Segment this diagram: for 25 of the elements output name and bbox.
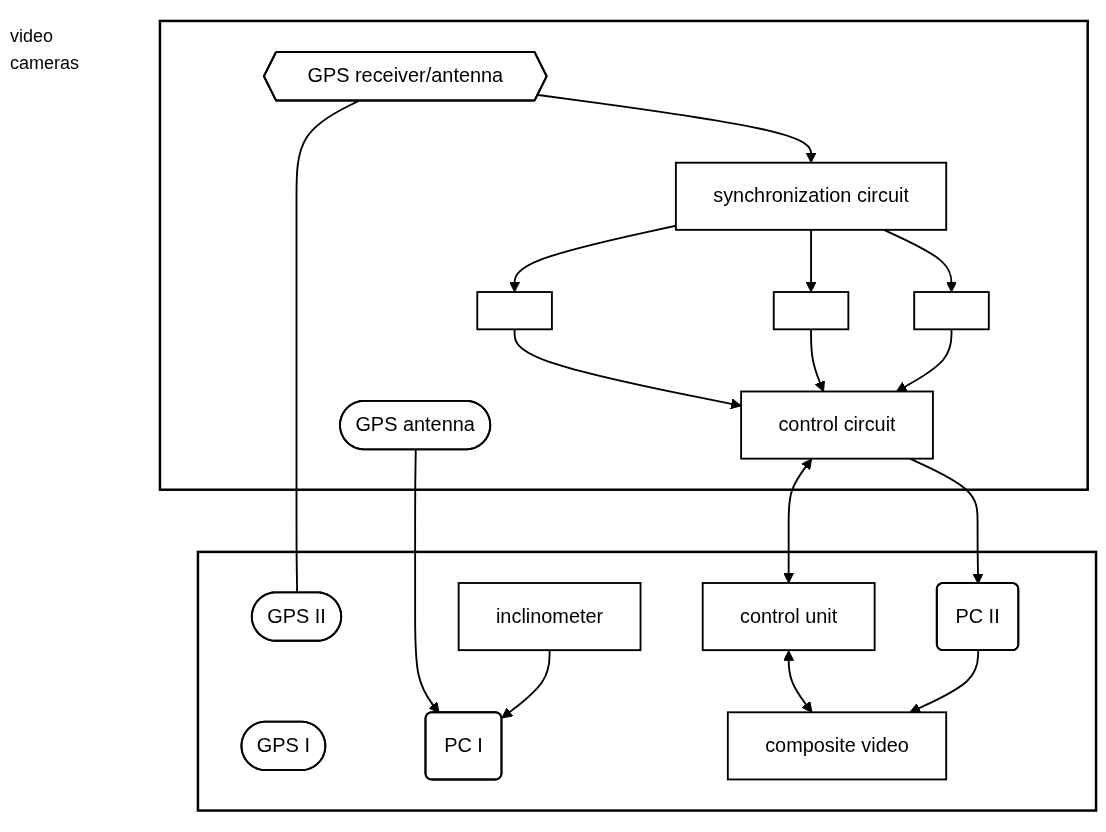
node-box: synchronization circuit xyxy=(674,162,948,232)
arrow xyxy=(783,458,813,584)
arrow xyxy=(537,94,817,164)
arrow xyxy=(501,649,551,719)
node-box xyxy=(476,291,553,331)
node-box xyxy=(913,291,990,331)
arrow xyxy=(509,225,677,293)
arrow xyxy=(895,328,953,393)
node-box: control unit xyxy=(701,582,876,652)
node-box: inclinometer xyxy=(457,582,642,652)
arrow xyxy=(783,650,813,714)
arrow xyxy=(810,328,825,393)
label-text: cameras xyxy=(10,53,81,74)
arrow xyxy=(805,229,817,293)
cluster xyxy=(196,550,1098,813)
cluster xyxy=(158,19,1089,492)
arrow xyxy=(909,650,980,714)
node-box: composite video xyxy=(726,711,948,781)
node-box xyxy=(772,291,850,331)
arrow xyxy=(414,449,440,714)
arrow xyxy=(513,328,742,410)
node-box: control circuit xyxy=(740,390,934,460)
arrow xyxy=(909,457,984,585)
label-text: video xyxy=(10,26,55,47)
arrow xyxy=(883,229,957,293)
